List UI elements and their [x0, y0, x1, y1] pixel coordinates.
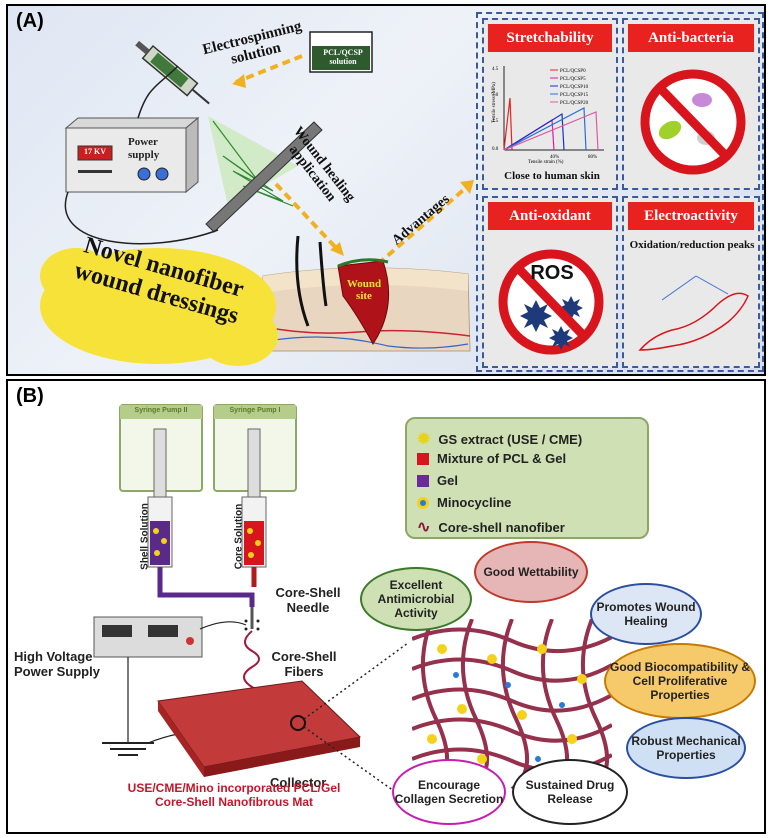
stretchability-title: Stretchability — [488, 24, 612, 52]
collector-label: Collector — [270, 775, 327, 790]
legend-text: Mixture of PCL & Gel — [437, 451, 567, 466]
legend-qcsp5: PCL/QCSP5 — [560, 77, 586, 82]
legend-row-minocycline: Minocycline — [417, 495, 511, 510]
xtick-80: 80% — [588, 155, 597, 160]
antioxidant-title: Anti-oxidant — [488, 202, 612, 230]
skin-cross-section — [259, 235, 471, 352]
power-supply-box — [64, 116, 200, 194]
core-shell-setup-illustration — [93, 404, 408, 802]
dot-icon — [417, 496, 429, 509]
fiber-network — [412, 619, 612, 789]
pump-1-label: Syringe Pump I — [229, 407, 281, 414]
bubble-biocompatibility: Good Biocompatibility & Cell Proliferati… — [604, 643, 756, 719]
legend-text: Core-shell nanofiber — [438, 519, 565, 535]
legend-row-fiber: ∿ Core-shell nanofiber — [417, 517, 565, 537]
cv-curve-icon — [638, 275, 749, 351]
legend-qcsp10: PCL/QCSP10 — [560, 85, 589, 90]
ytick-0.0: 0.0 — [492, 147, 499, 152]
legend-row-gel: Gel — [417, 473, 458, 488]
collector-plate — [205, 121, 323, 233]
legend-box: ✹ GS extract (USE / CME) Mixture of PCL … — [405, 417, 649, 539]
legend-qcsp20: PCL/QCSP20 — [560, 101, 589, 106]
ytick-1.5: 1.5 — [492, 119, 499, 124]
electroactivity-cell: Electroactivity Oxidation/reduction peak… — [622, 196, 760, 368]
purple-square-icon — [417, 474, 429, 487]
wound-site-text: Wound site — [346, 278, 382, 302]
ytick-4.5: 4.5 — [492, 67, 499, 72]
spray-cone — [208, 116, 298, 206]
legend-qcsp0: PCL/QCSP0 — [560, 69, 586, 74]
bubble-wettability: Good Wettability — [474, 541, 588, 603]
advantages-box — [476, 12, 764, 372]
mat-caption: USE/CME/Mino incorporated PCL/Gel Core-S… — [127, 781, 341, 809]
electroactivity-caption: Oxidation/reduction peaks — [629, 239, 755, 251]
no-bacteria-icon — [640, 69, 746, 175]
pump-2-label: Syringe Pump II — [134, 407, 188, 414]
legend-row-pcl-gel: Mixture of PCL & Gel — [417, 451, 566, 466]
star-icon: ✹ — [417, 431, 431, 448]
stretchability-caption: Close to human skin — [504, 170, 600, 182]
ros-label: ROS — [530, 262, 574, 284]
hv-power-supply — [93, 616, 203, 658]
shell-solution-label: Shell Solution — [139, 503, 151, 570]
antibacteria-title: Anti-bacteria — [628, 24, 754, 52]
fiber-icon: ∿ — [417, 519, 431, 536]
stress-strain-chart: 4.5 3.0 1.5 0.0 40% 80% Tensile strain (… — [492, 66, 604, 164]
y-axis-label: Tensile stress (MPa) — [492, 82, 497, 123]
antioxidant-cell: Anti-oxidant ROS — [482, 196, 618, 368]
panel-b: (B) — [6, 379, 766, 834]
bubble-mechanical: Robust Mechanical Properties — [626, 717, 746, 779]
no-ros-icon — [498, 249, 604, 355]
bottle-label: PCL/QCSP solution — [323, 48, 363, 66]
x-axis-label: Tensile strain (%) — [528, 160, 564, 164]
legend-row-gs-extract: ✹ GS extract (USE / CME) — [417, 429, 582, 449]
arrow-wound-app — [274, 182, 340, 252]
power-supply-text: Power supply — [128, 136, 160, 161]
syringe-icon — [135, 40, 210, 105]
electrospinning-illustration — [40, 31, 474, 366]
stretchability-cell: Stretchability 4.5 3.0 1.5 0.0 40% 80% T… — [482, 18, 618, 190]
needle-label: Core-Shell Needle — [275, 585, 341, 615]
panel-b-label: (B) — [16, 385, 44, 407]
fibers-label: Core-Shell Fibers — [271, 649, 337, 679]
bubble-wound-healing: Promotes Wound Healing — [590, 583, 702, 645]
arrow-electrospinning — [235, 54, 303, 84]
voltage-readout: 17 KV — [84, 147, 106, 156]
bubble-collagen: Encourage Collagen Secretion — [392, 759, 506, 825]
bubble-antimicrobial: Excellent Antimicrobial Activity — [360, 567, 472, 631]
series-line-qcsp20 — [503, 111, 599, 151]
legend-text: Gel — [437, 473, 458, 488]
legend-text: Minocycline — [437, 495, 512, 510]
xtick-40: 40% — [550, 155, 559, 160]
series-line-qcsp0 — [503, 97, 513, 151]
electroactivity-title: Electroactivity — [628, 202, 754, 230]
series-line-qcsp10 — [503, 112, 565, 151]
legend-qcsp15: PCL/QCSP15 — [560, 93, 589, 98]
antibacteria-cell: Anti-bacteria — [622, 18, 760, 190]
bubble-drug-release: Sustained Drug Release — [512, 759, 628, 825]
bottle-icon — [309, 31, 373, 73]
core-solution-label: Core Solution — [233, 503, 245, 570]
arrow-advantages — [376, 184, 470, 266]
ytick-3.0: 3.0 — [492, 93, 499, 98]
hv-supply-label: High Voltage Power Supply — [14, 649, 100, 679]
legend-text: GS extract (USE / CME) — [438, 431, 583, 447]
series-line-qcsp15 — [503, 107, 587, 151]
panel-a: (A) — [6, 4, 766, 376]
wound-site — [337, 260, 390, 345]
red-square-icon — [417, 452, 429, 465]
panel-a-label: (A) — [16, 10, 44, 32]
